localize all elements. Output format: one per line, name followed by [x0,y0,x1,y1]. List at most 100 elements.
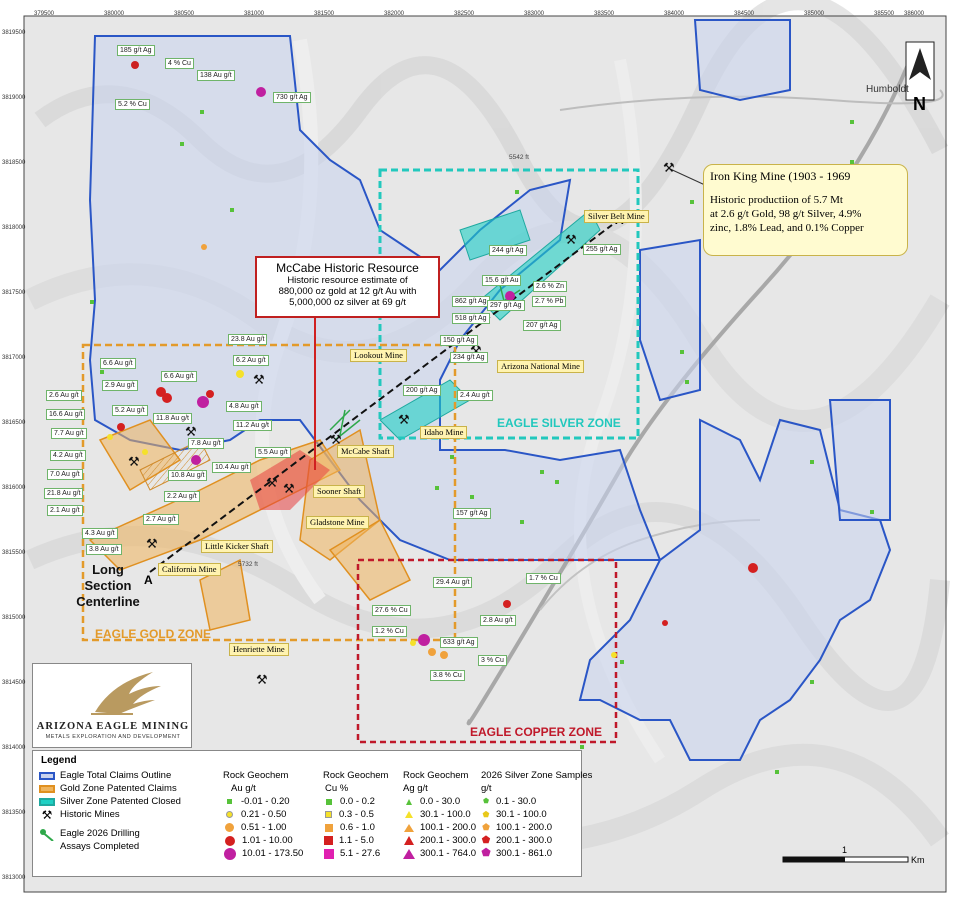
scale-one: 1 [842,845,848,855]
assay-label: 138 Au g/t [197,70,235,81]
legend-ag-column: Rock Geochem Ag g/t 0.0 - 30.0 30.1 - 10… [403,770,476,859]
scale-bar [782,856,909,863]
assay-label: 4.3 Au g/t [82,528,118,539]
long-section-line2: Section [84,578,132,593]
mine-label: Silver Belt Mine [584,210,649,223]
low-grade-samples [90,110,874,774]
historic-mine-markers: ⚒⚒⚒⚒ ⚒⚒⚒⚒ ⚒⚒⚒⚒ ⚒ [128,161,675,688]
assay-label: 255 g/t Ag [583,244,621,255]
mine-label: Idaho Mine [420,426,468,439]
assay-label: 1.2 % Cu [372,626,407,637]
assay-label: 2.9 Au g/t [102,380,138,391]
mccabe-callout-line: 5,000,000 oz silver at 69 g/t [289,297,406,308]
elevation-label: 5542 ft [509,154,529,161]
coord-top: 381500 [314,11,335,17]
assay-label: 4.2 Au g/t [50,450,86,461]
coord-left: 3814000 [2,745,26,751]
coord-left: 3815500 [2,550,26,556]
assay-label: 2.6 Au g/t [46,390,82,401]
assay-label: 6.2 Au g/t [233,355,269,366]
assay-label: 4.8 Au g/t [226,401,262,412]
legend-cu-column: Rock Geochem Cu % 0.0 - 0.2 0.3 - 0.5 0.… [323,770,389,859]
assay-label: 2.7 % Pb [532,296,567,307]
assay-label: 185 g/t Ag [117,45,155,56]
assay-label: 5.2 % Cu [115,99,150,110]
ag-swatch [405,811,413,818]
svg-text:⚒: ⚒ [470,344,482,359]
assay-label: 518 g/t Ag [452,313,490,324]
au-swatch [227,799,232,804]
legend-layers: Eagle Total Claims Outline Gold Zone Pat… [39,769,181,853]
ironking-pointer-line [667,167,706,186]
eagle-copper-zone-label: EAGLE COPPER ZONE [470,725,603,739]
sz-swatch: ⬟ [482,798,490,805]
svg-text:⚒: ⚒ [565,233,577,248]
svg-text:⚒: ⚒ [398,413,410,428]
au-swatch [226,811,233,818]
assay-label: 2.8 Au g/t [480,615,516,626]
north-label: N [913,94,926,114]
svg-text:⚒: ⚒ [185,425,197,440]
mine-label: Lookout Mine [350,349,407,362]
coord-top: 385500 [874,11,895,17]
assay-label: 297 g/t Ag [487,300,525,311]
mccabe-resource-callout: McCabe Historic Resource Historic resour… [255,256,440,318]
coord-left: 3817500 [2,290,26,296]
assay-label: 3 % Cu [478,655,507,666]
svg-text:⚒: ⚒ [283,482,295,497]
mccabe-callout-title: McCabe Historic Resource [276,261,419,275]
assay-label: 4 % Cu [165,58,194,69]
svg-text:⚒: ⚒ [663,161,675,176]
coord-top: 384500 [734,11,755,17]
coord-top: 381000 [244,11,265,17]
section-a-start: A [144,573,153,587]
assay-label: 11.8 Au g/t [153,413,192,424]
assay-label: 730 g/t Ag [273,92,311,103]
coord-top: 384000 [664,11,685,17]
assay-label: 207 g/t Ag [523,320,561,331]
mine-label: Gladstone Mine [306,516,369,529]
mine-label: Henriette Mine [229,643,289,656]
assay-label: 27.6 % Cu [372,605,411,616]
assay-label: 2.6 % Zn [533,281,568,292]
claims-swatch [39,771,55,780]
legend-item: ⚒Historic Mines [39,808,181,821]
silver-patent-swatch [39,797,55,806]
north-arrow-icon [905,41,935,101]
svg-text:⚒: ⚒ [330,433,342,448]
assay-label: 7.0 Au g/t [47,469,83,480]
iron-king-callout: Iron King Mine (1903 - 1969 Historic pro… [703,164,908,256]
elevation-label: 5732 ft [238,561,258,568]
assay-label: 16.6 Au g/t [46,409,86,420]
coord-top: 379500 [34,11,55,17]
long-section-label: Long Section Centerline [66,562,150,610]
iron-king-line: Historic productiion of 5.7 Mt [710,194,843,206]
mccabe-resource-area [250,450,330,510]
assay-label: 10.4 Au g/t [212,462,252,473]
svg-text:⚒: ⚒ [128,455,140,470]
iron-king-line: zinc, 1.8% Lead, and 0.1% Copper [710,222,864,234]
assay-label: 6.6 Au g/t [100,358,136,369]
hatched-claim [139,439,211,491]
coord-left: 3817000 [2,355,26,361]
mine-label: Little Kicker Shaft [201,540,273,553]
legend-item: Eagle 2026 Drilling [39,827,181,842]
eagle-gold-zone-label: EAGLE GOLD ZONE [95,627,212,641]
coord-left: 3819500 [2,30,26,36]
assay-label: 15.6 g/t Au [482,275,522,286]
svg-text:⚒: ⚒ [256,673,268,688]
assay-label: 150 g/t Ag [440,335,478,346]
coord-left: 3815000 [2,615,26,621]
assay-label: 2.4 Au g/t [457,390,493,401]
sz-swatch: ⬟ [482,810,490,819]
assay-label: 7.8 Au g/t [188,438,224,449]
legend-item: Eagle Total Claims Outline [39,769,181,782]
legend-au-column: Rock Geochem Au g/t -0.01 - 0.20 0.21 - … [223,770,304,860]
assay-label: 633 g/t Ag [440,637,478,648]
coord-left: 3816000 [2,485,26,491]
scale-unit: Km [911,855,925,865]
assay-label: 862 g/t Ag [452,296,490,307]
drill-traces [329,284,521,441]
logo-company-name: ARIZONA EAGLE MINING [36,721,190,732]
mccabe-callout-line: Historic resource estimate of [287,275,408,286]
